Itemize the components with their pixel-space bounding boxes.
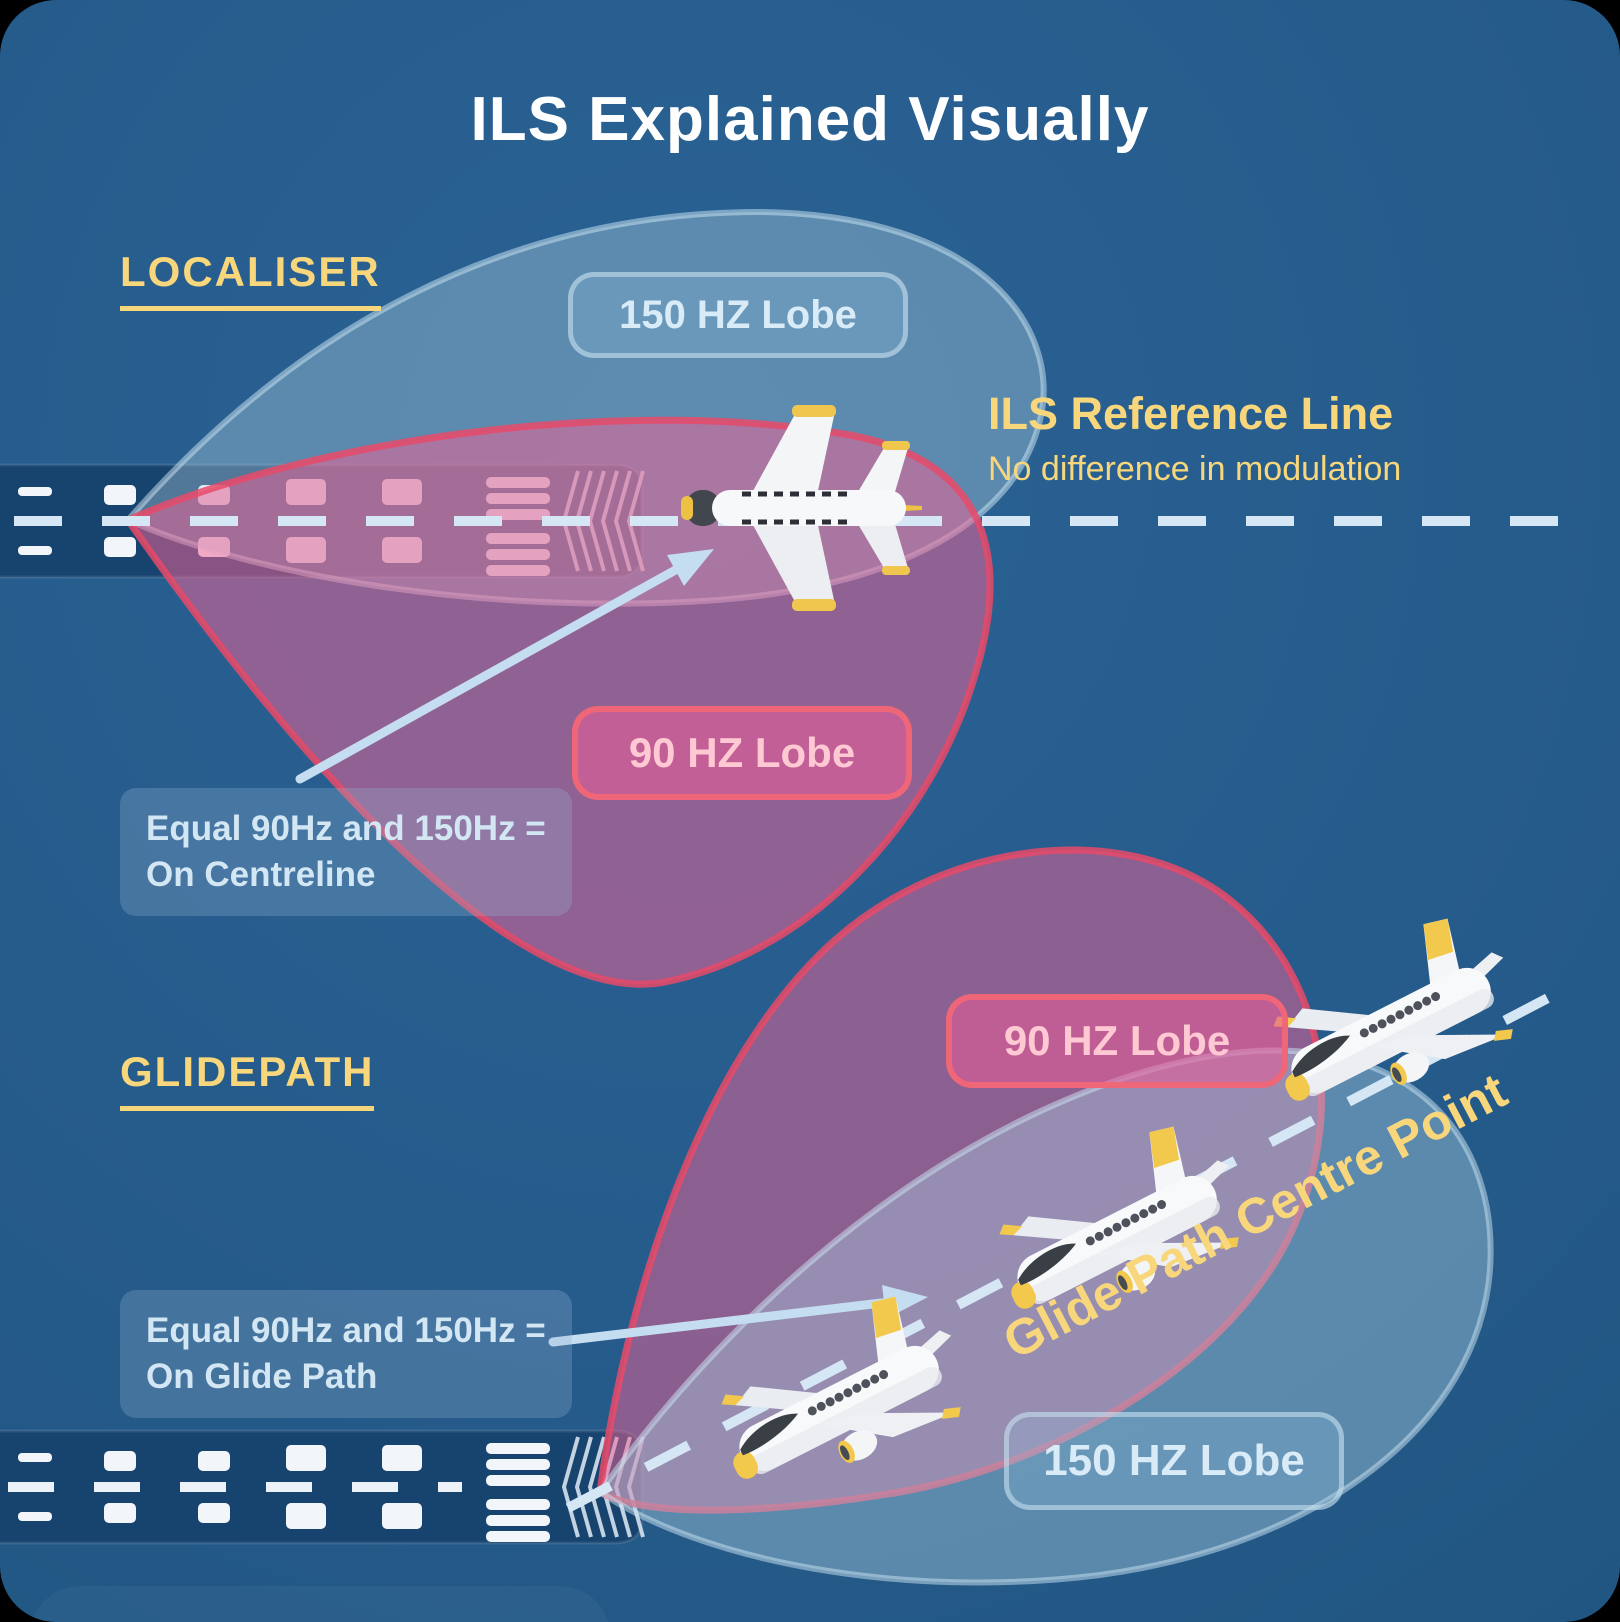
glidepath-runway: [0, 1429, 645, 1545]
centreline-callout-line2: On Centreline: [146, 855, 376, 895]
centreline-callout-line1: Equal 90Hz and 150Hz =: [146, 809, 546, 848]
localiser-150hz-lobe-pill: 150 HZ Lobe: [568, 272, 908, 358]
airplane-top-view-icon: [681, 405, 922, 611]
ils-reference-line-title: ILS Reference Line: [988, 388, 1394, 439]
glidepath-callout: Equal 90Hz and 150Hz = On Glide Path: [120, 1290, 572, 1419]
glidepath-callout-line2: On Glide Path: [146, 1357, 378, 1397]
localiser-90hz-lobe-pill: 90 HZ Lobe: [572, 706, 912, 800]
page-title: ILS Explained Visually: [470, 85, 1150, 154]
localiser-90hz-lobe-pill-text: 90 HZ Lobe: [628, 729, 856, 776]
glidepath-section-label: GLIDEPATH: [120, 1048, 375, 1111]
localiser-150hz-lobe-pill-text: 150 HZ Lobe: [619, 292, 857, 337]
glidepath-callout-line1: Equal 90Hz and 150Hz =: [146, 1311, 546, 1350]
centreline-callout: Equal 90Hz and 150Hz = On Centreline: [120, 788, 572, 917]
ils-reference-line-caption: ILS Reference Line No difference in modu…: [988, 388, 1401, 489]
glidepath-90hz-lobe-pill: 90 HZ Lobe: [946, 994, 1288, 1088]
glidepath-150hz-lobe-pill-text: 150 HZ Lobe: [1043, 1436, 1305, 1485]
centreline-callout-arrow: [295, 549, 714, 784]
glidepath-150hz-lobe-shape: [595, 1047, 1494, 1586]
localiser-section-label: LOCALISER: [120, 248, 381, 311]
ils-reference-line-subtitle: No difference in modulation: [988, 450, 1402, 488]
ground-sheen-shape: [32, 1586, 608, 1622]
glidepath-90hz-lobe-pill-text: 90 HZ Lobe: [1003, 1017, 1231, 1064]
glidepath-150hz-lobe-pill: 150 HZ Lobe: [1004, 1412, 1344, 1510]
